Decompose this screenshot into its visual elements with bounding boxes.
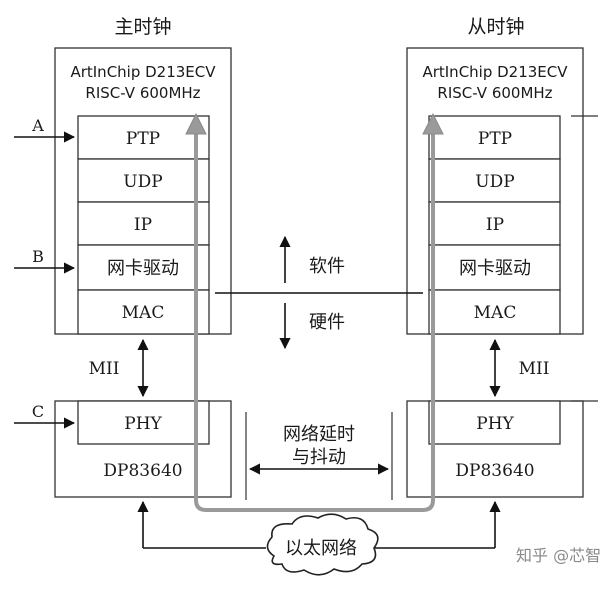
master-layer-driver-label: 网卡驱动 — [107, 258, 179, 279]
watermark: 知乎 @芯智 — [516, 546, 600, 565]
slave-layer-udp-label: UDP — [475, 172, 514, 192]
slave-cpu-label: RISC-V 600MHz — [437, 84, 552, 102]
packet-path-master-arrowhead — [185, 112, 207, 135]
slave-phy-label: PHY — [476, 414, 514, 434]
software-label: 软件 — [309, 256, 345, 277]
ethernet-cloud — [266, 513, 379, 576]
timestamp-inputs: A B C — [14, 116, 76, 429]
slave-layer-ptp — [428, 115, 561, 160]
master-clock: 主时钟 ArtInChip D213ECV RISC-V 600MHz PTP … — [54, 16, 232, 498]
master-layer-mac-label: MAC — [122, 303, 165, 323]
master-layer-ip — [77, 201, 210, 246]
slave-mii-label: MII — [519, 359, 550, 379]
slave-clock-title: 从时钟 — [467, 16, 524, 38]
master-layer-udp-label: UDP — [123, 172, 162, 192]
master-layer-ptp-label: PTP — [126, 129, 160, 149]
master-cpu-label: RISC-V 600MHz — [85, 84, 200, 102]
master-layer-udp — [77, 158, 210, 203]
master-protocol-stack: PTP UDP IP 网卡驱动 MAC — [77, 115, 210, 335]
input-b-label: B — [32, 247, 44, 266]
slave-layer-ptp-label: PTP — [478, 129, 512, 149]
packet-path-line — [194, 130, 435, 512]
master-layer-mac — [77, 289, 210, 335]
slave-phy-chip-label: DP83640 — [455, 461, 534, 481]
slave-layer-ip — [428, 201, 561, 246]
slave-layer-mac-label: MAC — [474, 303, 517, 323]
input-c-label: C — [32, 402, 44, 421]
slave-chip-label: ArtInChip D213ECV — [422, 63, 568, 81]
slave-layer-driver — [428, 244, 561, 291]
slave-layer-ip-label: IP — [486, 215, 504, 235]
slave-layer-driver-label: 网卡驱动 — [459, 258, 531, 279]
hardware-label: 硬件 — [309, 312, 345, 333]
delay-label-line1: 网络延时 — [283, 424, 355, 445]
slave-layer-udp — [428, 158, 561, 203]
master-layer-ip-label: IP — [134, 215, 152, 235]
network-delay-jitter: 网络延时 与抖动 — [245, 412, 393, 500]
master-clock-title: 主时钟 — [114, 16, 171, 38]
ptp-packet-path — [185, 112, 444, 512]
slave-layer-mac — [428, 289, 561, 335]
packet-path-slave-arrowhead — [422, 112, 444, 135]
ethernet-network-label: 以太网络 — [285, 538, 357, 559]
slave-clock: 从时钟 ArtInChip D213ECV RISC-V 600MHz PTP … — [406, 16, 598, 498]
delay-label-line2: 与抖动 — [292, 447, 346, 468]
master-phy-label: PHY — [124, 414, 162, 434]
master-mii-label: MII — [89, 359, 120, 379]
ethernet-network: 以太网络 — [137, 500, 501, 576]
master-phy-box — [77, 400, 210, 445]
slave-phy-box — [428, 400, 561, 445]
slave-protocol-stack: PTP UDP IP 网卡驱动 MAC — [428, 115, 561, 335]
input-a-label: A — [31, 116, 44, 135]
sw-hw-indicator: 软件 硬件 — [279, 235, 345, 350]
master-layer-ptp — [77, 115, 210, 160]
master-chip-label: ArtInChip D213ECV — [70, 63, 216, 81]
master-phy-chip-label: DP83640 — [103, 461, 182, 481]
